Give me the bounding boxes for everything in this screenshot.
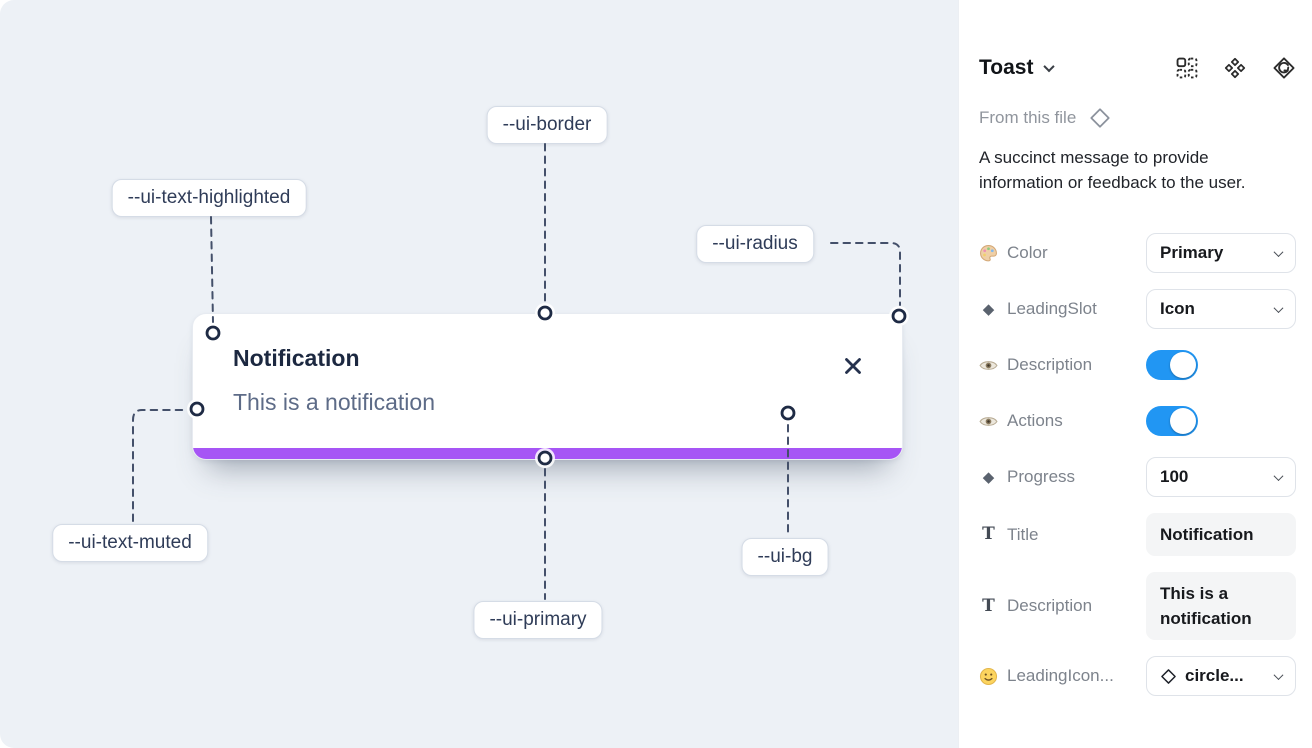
progress-select-value: 100 xyxy=(1160,467,1189,486)
prop-row-leading-slot: LeadingSlot Icon xyxy=(979,289,1296,329)
component-icon xyxy=(1224,57,1246,79)
toast-progress-bar xyxy=(193,448,902,459)
chevron-down-icon xyxy=(1273,246,1284,257)
design-canvas[interactable]: Notification This is a notification xyxy=(0,0,958,748)
toast-description: This is a notification xyxy=(233,389,435,415)
variant-diamond-icon xyxy=(979,468,998,487)
toast-title: Notification xyxy=(233,345,360,371)
component-description: A succinct message to provide informatio… xyxy=(979,148,1246,192)
leading-icon-select-value: circle... xyxy=(1185,666,1244,685)
prop-label-color: Color xyxy=(1007,243,1048,262)
prop-row-color: Color Primary xyxy=(979,233,1296,273)
prop-row-description-toggle: Description xyxy=(979,345,1296,385)
prop-label-description-field: Description xyxy=(1007,596,1093,615)
variant-diamond-icon xyxy=(979,300,998,319)
instance-grid-button[interactable] xyxy=(1176,57,1198,79)
token-label-ui-radius[interactable]: --ui-radius xyxy=(696,225,814,263)
properties-panel: Toast xyxy=(958,0,1312,748)
chevron-down-icon xyxy=(1043,60,1056,73)
file-diamond-icon xyxy=(1090,108,1110,128)
prop-row-leading-icon: LeadingIcon... circle... xyxy=(979,656,1296,696)
leading-slot-select[interactable]: Icon xyxy=(1146,289,1296,329)
prop-label-actions-toggle: Actions xyxy=(1007,411,1063,430)
prop-label-description-toggle: Description xyxy=(1007,355,1093,374)
token-label-ui-primary[interactable]: --ui-primary xyxy=(473,601,603,639)
instance-grid-icon xyxy=(1176,57,1198,79)
toast-close-button[interactable] xyxy=(840,354,866,380)
props-list: Color Primary LeadingSlot Icon xyxy=(979,233,1296,696)
prop-label-leading-slot: LeadingSlot xyxy=(1007,299,1097,318)
close-icon xyxy=(845,357,861,374)
text-prop-icon: T xyxy=(982,595,995,616)
progress-select[interactable]: 100 xyxy=(1146,457,1296,497)
description-field[interactable]: This is a notification xyxy=(1146,572,1296,640)
source-row: From this file xyxy=(979,106,1296,130)
chevron-down-icon xyxy=(1273,669,1284,680)
toggle-knob xyxy=(1170,408,1196,434)
prop-row-progress: Progress 100 xyxy=(979,457,1296,497)
prop-row-actions-toggle: Actions xyxy=(979,401,1296,441)
description-toggle[interactable] xyxy=(1146,350,1198,380)
color-select[interactable]: Primary xyxy=(1146,233,1296,273)
toggle-knob xyxy=(1170,352,1196,378)
toast-component[interactable]: Notification This is a notification xyxy=(192,313,903,460)
smiley-icon xyxy=(979,667,998,686)
prop-label-leading-icon: LeadingIcon... xyxy=(1007,666,1114,685)
leading-slot-select-value: Icon xyxy=(1160,299,1195,318)
chevron-down-icon xyxy=(1273,470,1284,481)
token-label-ui-text-muted[interactable]: --ui-text-muted xyxy=(52,524,208,562)
token-label-ui-text-highlighted[interactable]: --ui-text-highlighted xyxy=(111,179,307,217)
palette-icon xyxy=(979,244,998,263)
prop-row-title: T Title Notification xyxy=(979,513,1296,556)
component-selector[interactable]: Toast xyxy=(979,56,1056,80)
wire-ui-text-highlighted xyxy=(210,216,214,323)
swap-instance-icon xyxy=(1273,57,1295,79)
wire-ui-radius xyxy=(830,242,901,306)
panel-title: Toast xyxy=(979,56,1034,79)
title-field[interactable]: Notification xyxy=(1146,513,1296,556)
prop-row-description-field: T Description This is a notification xyxy=(979,572,1296,640)
text-prop-icon: T xyxy=(982,524,995,544)
eye-icon xyxy=(979,415,998,428)
prop-label-title: Title xyxy=(1007,524,1039,544)
swap-instance-button[interactable] xyxy=(1272,56,1296,80)
wire-ui-text-muted xyxy=(132,409,186,522)
chevron-down-icon xyxy=(1273,302,1284,313)
token-label-ui-bg[interactable]: --ui-bg xyxy=(741,538,829,576)
icon-diamond-outline xyxy=(1161,668,1176,684)
component-button[interactable] xyxy=(1224,57,1246,79)
leading-icon-select[interactable]: circle... xyxy=(1146,656,1296,696)
eye-icon xyxy=(979,359,998,372)
source-label: From this file xyxy=(979,108,1077,127)
prop-label-progress: Progress xyxy=(1007,467,1076,486)
token-label-ui-border[interactable]: --ui-border xyxy=(486,106,608,144)
panel-header: Toast xyxy=(979,56,1296,80)
actions-toggle[interactable] xyxy=(1146,406,1198,436)
color-select-value: Primary xyxy=(1160,243,1224,262)
